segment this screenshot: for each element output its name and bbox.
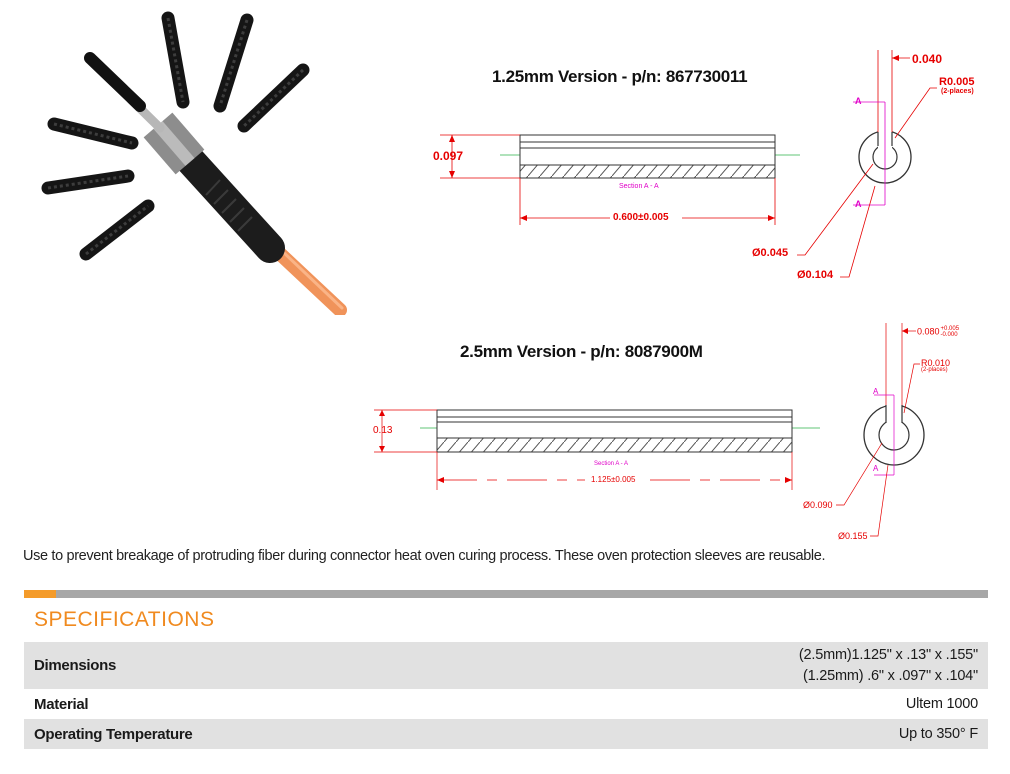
drawing-125-inner-diameter: Ø0.045 [752, 247, 789, 259]
drawing-125-slot-label: 0.040 [912, 52, 943, 66]
specifications-heading: SPECIFICATIONS [34, 608, 215, 631]
drawing-25-section-label: Section A - A [594, 461, 629, 467]
spec-label: Material [34, 695, 89, 713]
sleeve-icon [47, 117, 139, 150]
drawing-25-slot-tol-upper: +0.005 [940, 326, 960, 332]
drawing-125-section-marker-top: A [855, 96, 862, 106]
drawing-25-end-view [836, 323, 925, 537]
drawing-25-slot-value: 0.080 [917, 326, 940, 337]
drawing-125-radius-label: R0.005 [939, 76, 975, 88]
spec-row-dimensions: Dimensions (2.5mm)1.125" x .13" x .155" … [24, 642, 988, 689]
spec-label: Dimensions [34, 657, 117, 674]
drawing-125-height-label: 0.097 [433, 149, 464, 163]
spec-value: (2.5mm)1.125" x .13" x .155" (1.25mm) .6… [799, 645, 978, 687]
drawing-25-length-label: 1.125±0.005 [591, 475, 636, 484]
spec-value: Up to 350° F [898, 725, 978, 742]
drawing-125-section-label: Section A - A [619, 183, 659, 190]
drawing-125-side-view [440, 134, 800, 225]
drawing-25-section-marker-bottom: A [873, 464, 879, 473]
section-divider-accent [24, 590, 56, 598]
drawing-125-outer-diameter: Ø0.104 [797, 269, 834, 281]
sleeve-icon [79, 199, 155, 261]
drawing-25-radius-label: R0.010 [921, 358, 951, 368]
sleeve-icon [161, 11, 190, 109]
drawing-125-end-view [797, 50, 937, 278]
spec-value-line: (2.5mm)1.125" x .13" x .155" [798, 646, 978, 663]
drawing-125-section-marker-bottom: A [855, 199, 862, 209]
spec-row-operating-temperature: Operating Temperature Up to 350° F [24, 719, 988, 749]
sleeve-icon [41, 169, 135, 195]
specifications-table: Dimensions (2.5mm)1.125" x .13" x .155" … [24, 642, 988, 749]
drawing-25-slot-tol-lower: -0.000 [940, 332, 958, 338]
spec-label: Operating Temperature [34, 725, 193, 743]
sleeve-icon [237, 63, 310, 133]
drawing-25-radius-note: (2-places) [921, 367, 948, 373]
spec-value-line: (1.25mm) .6" x .097" x .104" [802, 667, 978, 684]
drawing-25-slot-tolerance: +0.005-0.000 [941, 326, 960, 338]
drawing-25-section-marker-top: A [873, 387, 879, 396]
drawing-25-slot-label: 0.080+0.005-0.000 [917, 326, 959, 338]
drawing-25-title: 2.5mm Version - p/n: 8087900M [460, 342, 703, 361]
drawing-125-length-label: 0.600±0.005 [613, 212, 669, 223]
product-description: Use to prevent breakage of protruding fi… [23, 548, 826, 564]
drawing-125-radius-note: (2-places) [941, 88, 974, 95]
drawing-125-title: 1.25mm Version - p/n: 867730011 [492, 67, 748, 86]
product-photo [41, 11, 347, 315]
spec-row-material: Material Ultem 1000 [24, 689, 988, 719]
section-divider [24, 590, 988, 598]
spec-value: Ultem 1000 [905, 695, 978, 712]
drawing-25-outer-diameter: Ø0.155 [838, 531, 868, 541]
drawing-25-inner-diameter: Ø0.090 [803, 500, 833, 510]
drawing-25-height-label: 0.13 [373, 425, 393, 436]
drawing-25-side-view [374, 409, 820, 490]
sleeve-icon [213, 13, 254, 113]
